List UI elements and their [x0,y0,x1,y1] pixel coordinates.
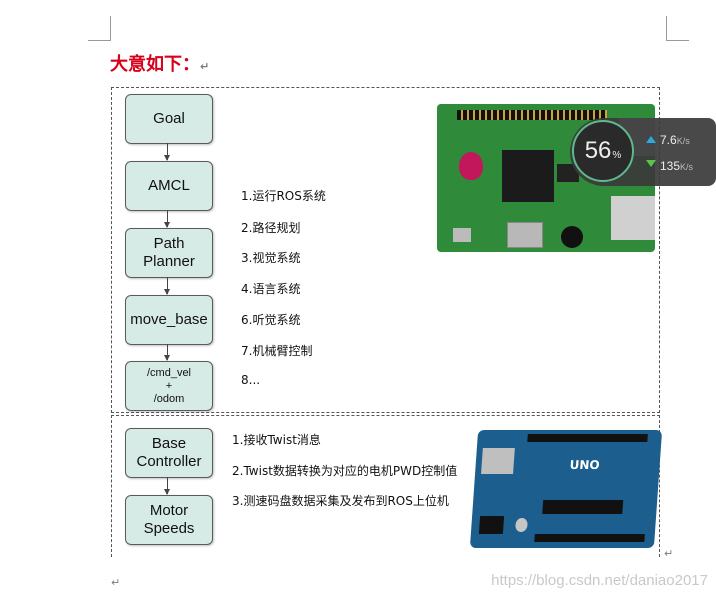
list-item: 3.视觉系统 [241,251,301,265]
flow-arrow [164,344,170,361]
watermark: https://blog.csdn.net/daniao2017 [491,572,708,589]
paragraph-mark: ↵ [664,547,674,560]
page-corner-mark-top-left [88,16,111,41]
heading: 大意如下：↵ [110,54,210,75]
paragraph-mark: ↵ [111,576,121,589]
page-corner-mark-top-right [666,16,689,41]
raspberry-logo-icon [459,152,483,180]
flow-arrow [164,477,170,495]
flow-arrow [164,210,170,228]
flow-box-motor-speeds: Motor Speeds [125,495,213,545]
flow-box-move-base: move_base [125,295,213,345]
lower-dashed-frame [111,415,660,557]
download-arrow-icon [646,160,656,167]
list-item: 2.路径规划 [241,221,301,235]
list-item: 1.运行ROS系统 [241,189,326,203]
arduino-logo: UNO [569,458,601,472]
flow-box-goal: Goal [125,94,213,144]
flow-box-path-planner: Path Planner [125,228,213,278]
list-item: 4.语言系统 [241,282,301,296]
list-item: 8... [241,373,261,387]
download-speed: 135K/s [660,159,694,173]
flow-box-cmd-vel-odom: /cmd_vel + /odom [125,361,213,411]
flow-box-base-controller: Base Controller [125,428,213,478]
list-item: 2.Twist数据转换为对应的电机PWD控制值 [232,464,458,478]
flow-arrow [164,277,170,295]
upper-dashed-frame [111,87,660,413]
list-item: 1.接收Twist消息 [232,433,321,447]
list-item: 6.听觉系统 [241,313,301,327]
upload-arrow-icon [646,136,656,143]
arduino-uno-image: UNO [469,430,663,548]
list-item: 7.机械臂控制 [241,344,313,358]
flow-box-amcl: AMCL [125,161,213,211]
upload-speed: 7.6K/s [660,133,690,147]
list-item: 3.测速码盘数据采集及发布到ROS上位机 [232,494,449,508]
flow-arrow [164,143,170,161]
usage-gauge: 56% [572,120,634,182]
